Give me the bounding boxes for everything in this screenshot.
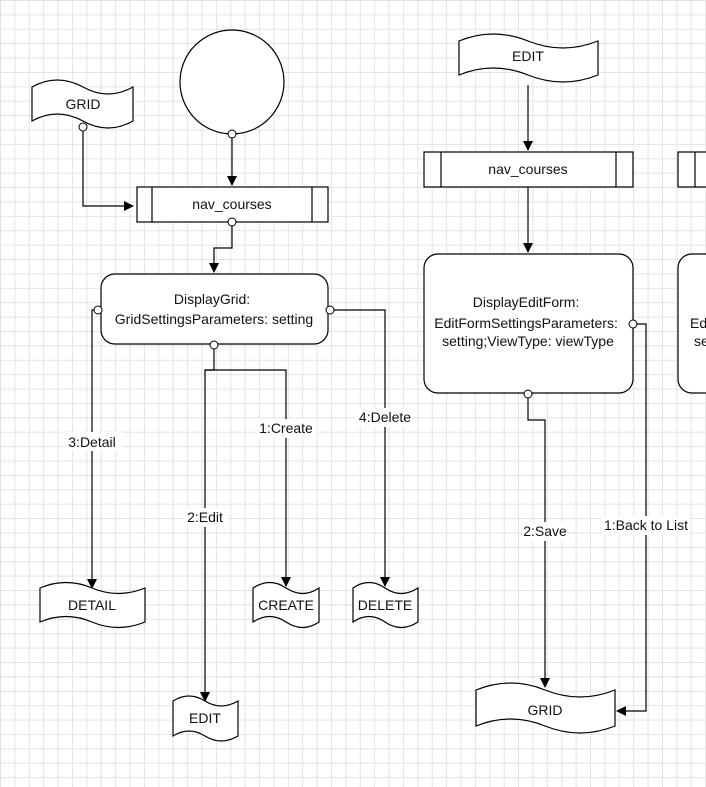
display-grid-node[interactable] <box>100 273 329 345</box>
connection-port[interactable] <box>628 319 638 329</box>
display-edit-form-line-3: setting;ViewType: viewType <box>442 333 614 349</box>
edit-doc-top-label: EDIT <box>512 48 544 64</box>
edge-label-bg <box>255 419 317 438</box>
partial-node[interactable] <box>677 253 706 394</box>
partial-node-line-1: Edi <box>690 315 706 331</box>
display-grid-line-2: GridSettingsParameters: setting <box>115 311 313 327</box>
start-circle[interactable] <box>179 29 285 135</box>
edge-label-save: 2:Save <box>523 523 567 539</box>
grid-doc-left-label: GRID <box>66 96 101 112</box>
display-edit-form-line-2: EditFormSettingsParameters: <box>434 315 618 331</box>
display-grid-line-1: DisplayGrid: <box>174 291 250 307</box>
create-doc[interactable] <box>252 581 320 629</box>
partial-node-line-2: se <box>694 333 706 349</box>
edge-grid-to-nav-left[interactable] <box>82 127 134 211</box>
delete-doc-label: DELETE <box>358 597 412 613</box>
edge-label-back-to-list: 1:Back to List <box>604 517 688 533</box>
create-doc-label: CREATE <box>258 597 314 613</box>
connection-port[interactable] <box>227 129 237 139</box>
nav-courses-right[interactable] <box>423 151 634 188</box>
display-edit-form-line-1: DisplayEditForm: <box>473 294 580 310</box>
display-grid-label: DisplayGrid: GridSettingsParameters: set… <box>115 291 313 327</box>
connection-port[interactable] <box>78 122 88 132</box>
connection-port[interactable] <box>325 305 335 315</box>
grid-doc-right[interactable] <box>475 682 616 734</box>
detail-doc-label: DETAIL <box>68 597 116 613</box>
edge-delete[interactable] <box>330 309 390 587</box>
display-edit-form-label: DisplayEditForm: EditFormSettingsParamet… <box>434 294 622 349</box>
delete-doc[interactable] <box>352 581 419 629</box>
connection-port[interactable] <box>523 389 533 399</box>
edge-label-bg <box>355 408 415 427</box>
nav-courses-right-label: nav_courses <box>488 161 567 177</box>
edit-doc-bottom-label: EDIT <box>189 710 221 726</box>
edge-label-bg <box>62 432 122 451</box>
detail-doc[interactable] <box>39 581 146 629</box>
connection-port[interactable] <box>209 340 219 350</box>
edge-save[interactable] <box>527 394 550 688</box>
grid-doc-left[interactable] <box>31 79 134 129</box>
edge-create[interactable] <box>205 369 291 587</box>
edge-label-detail: 3:Detail <box>68 434 115 450</box>
nav-courses-left-label: nav_courses <box>192 196 271 212</box>
edge-label-edit: 2:Edit <box>187 509 223 525</box>
partial-process[interactable] <box>677 151 706 188</box>
edit-doc-bottom[interactable] <box>172 695 239 742</box>
edit-doc-top[interactable] <box>458 33 599 83</box>
edge-label-bg <box>183 508 227 527</box>
edge-label-delete: 4:Delete <box>359 409 411 425</box>
edge-nav-left-to-displaygrid[interactable] <box>209 222 233 273</box>
connection-port[interactable] <box>93 305 103 315</box>
edge-label-bg <box>522 522 568 541</box>
connection-port[interactable] <box>227 217 237 227</box>
edge-label-create: 1:Create <box>259 420 313 436</box>
nav-courses-left[interactable] <box>136 186 329 223</box>
edge-label-bg <box>602 516 690 535</box>
grid-doc-right-label: GRID <box>528 702 563 718</box>
